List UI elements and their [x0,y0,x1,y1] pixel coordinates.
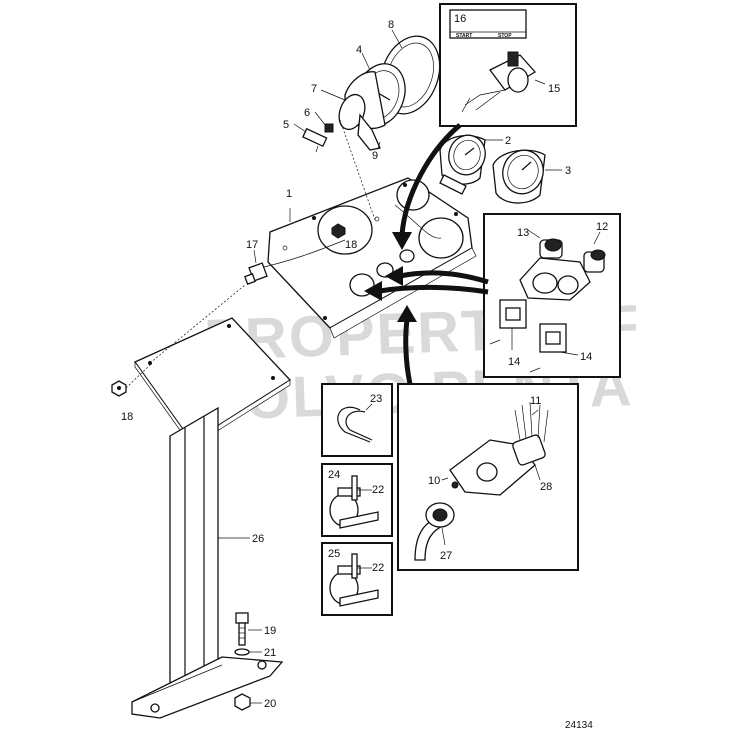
connector-28 [512,434,546,466]
figure-number: 24134 [565,720,593,731]
switch-start-label: START [456,33,472,39]
arrow-key-switch [399,123,462,236]
bulb [324,123,334,133]
clamp-box-24 [321,463,393,537]
gauge-bracket [357,113,381,151]
arrow-connector [403,319,413,385]
callout-23: 23 [370,393,382,405]
callout-13: 13 [517,227,529,239]
console-stand [131,317,292,719]
callout-15: 15 [548,83,560,95]
connector-box [397,383,579,571]
callout-22a: 22 [372,484,384,496]
nut-18-left [111,364,151,397]
callout-1: 1 [286,188,292,200]
bolt-head [235,612,249,624]
cable-tie-box [321,383,393,457]
key-switch-box: START STOP [439,3,577,127]
callout-6: 6 [304,107,310,119]
tachometer-assembly [293,29,441,221]
clamp-box-25 [321,542,393,616]
nut [234,693,251,711]
callout-24: 24 [328,469,340,481]
callout-21: 21 [264,647,276,659]
callout-8: 8 [388,19,394,31]
cable-connector-17 [149,249,268,364]
gauge-2 [439,134,503,195]
nut-18-panel [331,223,346,239]
callout-20: 20 [264,698,276,710]
callout-17: 17 [246,239,258,251]
arrow-buttons-bottom [379,284,489,295]
callout-5: 5 [283,119,289,131]
pedestal-column [169,406,219,701]
callout-12: 12 [596,221,608,233]
assembly-arrows [364,123,489,385]
gauge-body [338,93,366,131]
callout-19: 19 [264,625,276,637]
callout-22b: 22 [372,562,384,574]
arrow-buttons-top [399,270,489,285]
callout-16: 16 [454,13,466,25]
callout-26: 26 [252,533,264,545]
callout-14b: 14 [580,351,592,363]
gauge-3 [492,149,562,204]
washer [234,648,250,656]
callout-11: 11 [530,395,541,407]
cable-tie-frame [321,383,393,457]
callout-2: 2 [505,135,511,147]
buttons-box [483,213,621,378]
callout-labels: 1 2 3 4 5 6 7 8 9 10 11 12 13 14 14 15 1… [121,13,608,710]
callout-3: 3 [565,165,571,177]
callout-18b: 18 [121,411,133,423]
callout-10: 10 [428,475,440,487]
callout-18a: 18 [345,239,357,251]
callout-25: 25 [328,548,340,560]
callout-27: 27 [440,550,452,562]
switch-stop-label: STOP [498,33,512,39]
callout-28: 28 [540,481,552,493]
base-bolt [234,612,262,711]
callout-4: 4 [356,44,362,56]
bulb-socket [302,127,328,148]
pedestal-base [131,656,284,719]
callout-9: 9 [372,150,378,162]
instrument-panel [249,177,477,339]
callout-7: 7 [311,83,317,95]
callout-14a: 14 [508,356,520,368]
